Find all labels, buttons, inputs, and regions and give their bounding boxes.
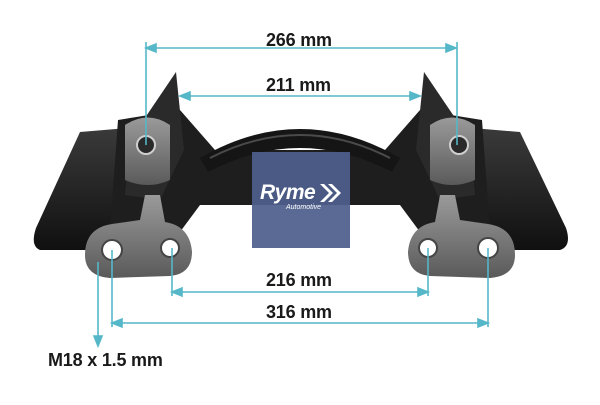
left-bolt-hole-inner [160,238,180,258]
dim-arrow-211-left [177,90,191,102]
dimension-lines [92,42,491,349]
dim-arrow-216-right [417,286,431,298]
thread-leader-arrow [92,335,104,349]
thread-size-label: M18 x 1.5 mm [48,350,163,370]
dimension-label-216: 216 mm [266,270,332,290]
bridge-arch-highlight [209,134,391,159]
dimension-label-266: 266 mm [266,30,332,50]
dim-arrow-316-left [109,317,123,329]
brand-tagline: Automotive [286,204,322,211]
dim-arrow-266-left [143,42,157,54]
dimension-label-316: 316 mm [266,302,332,322]
bridge-arch [200,129,400,172]
dim-arrow-216-left [169,286,183,298]
right-wing [468,128,568,250]
right-upper-bore [449,135,469,155]
brand-logo-text: Ryme [260,181,316,204]
dim-arrow-211-right [409,90,423,102]
dimension-label-211: 211 mm [266,75,331,95]
double-chevron-icon [320,184,341,202]
left-wing [33,128,132,250]
dim-arrow-266-right [445,42,459,54]
dim-arrow-316-right [477,317,491,329]
